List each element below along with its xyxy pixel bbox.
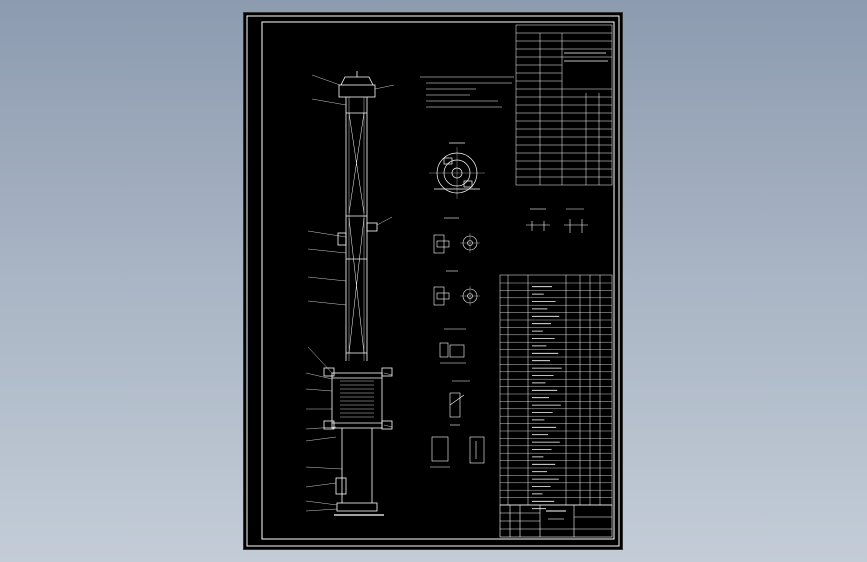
cad-drawing-canvas — [246, 15, 620, 547]
inner-frame — [261, 21, 615, 540]
support-detail — [439, 328, 466, 364]
lug-detail — [449, 380, 470, 418]
section-views — [526, 208, 588, 233]
nozzle-detail-1 — [433, 217, 480, 254]
cad-drawing-sheet — [244, 13, 622, 549]
title-block — [499, 504, 613, 538]
outer-frame — [246, 15, 620, 547]
parts-list-table — [499, 274, 613, 506]
nozzle-detail-2 — [433, 270, 480, 306]
flange-plan-view — [429, 142, 485, 199]
technical-notes — [420, 76, 514, 108]
design-data-table — [515, 24, 613, 186]
leader-lines — [305, 74, 395, 512]
parts-list-rows — [500, 282, 612, 510]
bottom-nozzle-detail — [430, 424, 485, 468]
tower-elevation — [323, 71, 393, 516]
